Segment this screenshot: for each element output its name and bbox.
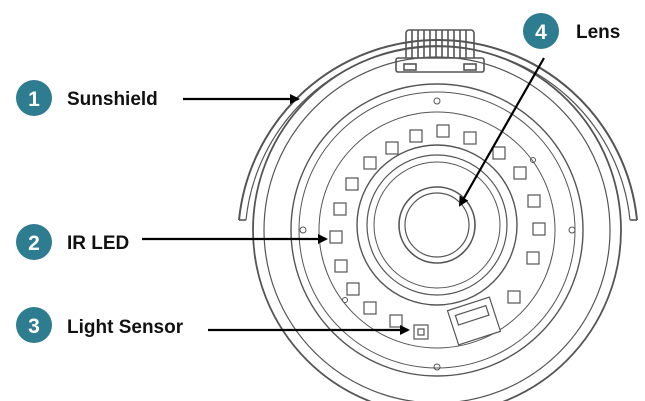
callout-lens: 4 Lens <box>459 13 620 207</box>
ir-led-8 <box>507 290 521 304</box>
ir-led-14 <box>329 230 343 244</box>
callout-sunshield: 1 Sunshield <box>16 80 300 116</box>
ir-led-15 <box>334 259 348 273</box>
ir-led-16 <box>346 282 360 296</box>
camera-body <box>238 29 638 401</box>
housing-rings <box>252 45 622 401</box>
label-light-sensor: Light Sensor <box>67 317 184 338</box>
badge-1-icon <box>16 80 52 116</box>
ir-led-13 <box>333 202 347 216</box>
arrow-lens-icon <box>459 57 545 207</box>
ir-led-18 <box>389 314 403 328</box>
lens <box>356 144 518 306</box>
badge-4-number: 4 <box>535 21 547 44</box>
ir-led-5 <box>527 194 541 208</box>
ir-led-6 <box>532 222 546 236</box>
label-ir-led: IR LED <box>67 233 129 254</box>
ir-led-7 <box>526 251 540 265</box>
badge-3-icon <box>16 307 52 343</box>
badge-1-number: 1 <box>28 88 40 111</box>
callout-light-sensor: 3 Light Sensor <box>16 307 410 343</box>
ir-led-3 <box>492 146 506 160</box>
ir-led-10 <box>385 141 399 155</box>
ir-led-11 <box>363 156 377 170</box>
badge-4-icon <box>523 13 559 49</box>
ir-led-4 <box>513 166 527 180</box>
badge-2-icon <box>16 224 52 260</box>
callout-ir-led: 2 IR LED <box>16 224 328 260</box>
light-sensor <box>413 324 429 340</box>
ir-led-ring <box>329 124 546 328</box>
ir-led-12 <box>345 177 359 191</box>
ir-led-1 <box>436 124 450 138</box>
label-sunshield: Sunshield <box>67 89 158 110</box>
mount-knob <box>395 29 485 73</box>
connector-block <box>446 296 502 346</box>
ir-led-17 <box>363 301 377 315</box>
badge-3-number: 3 <box>28 315 40 338</box>
ir-led-9 <box>409 129 423 143</box>
badge-2-number: 2 <box>28 232 40 255</box>
ir-led-2 <box>463 131 477 145</box>
ring-screws <box>299 97 576 371</box>
label-lens: Lens <box>576 22 620 43</box>
